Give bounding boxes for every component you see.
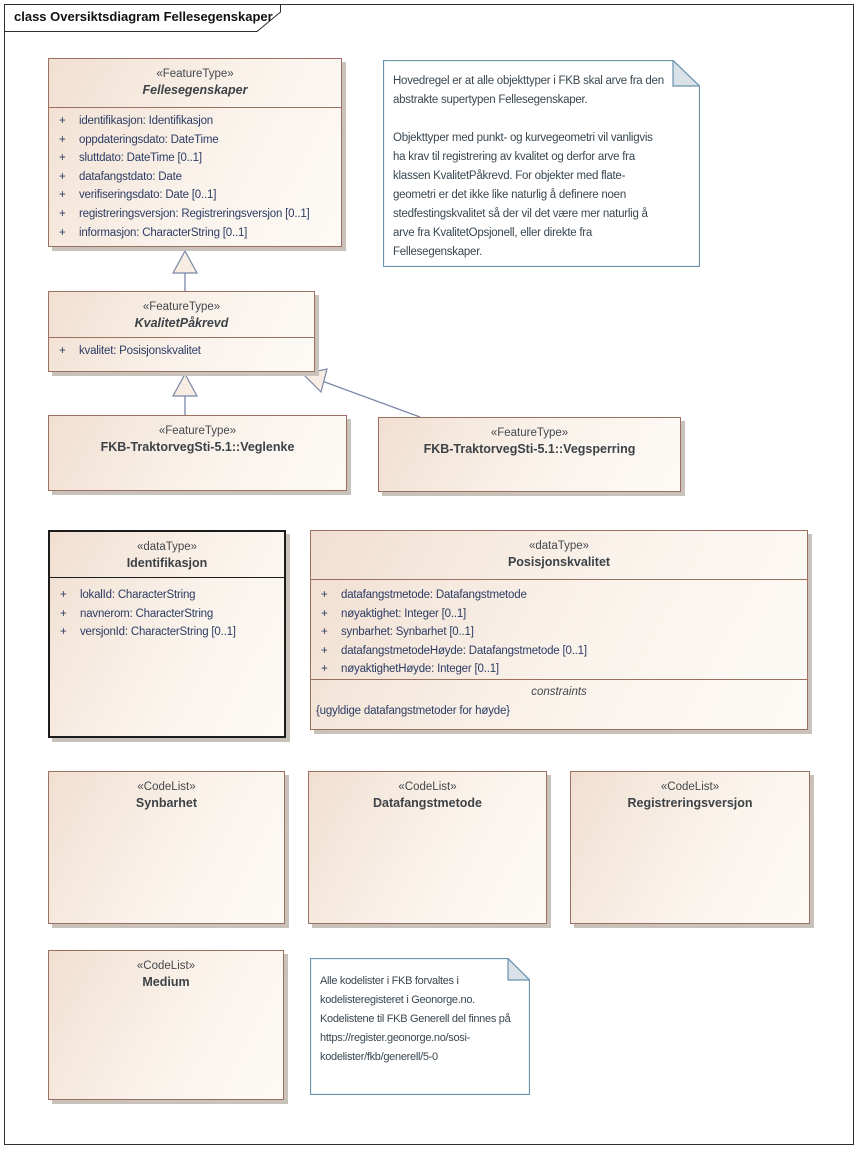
attribute-row: +synbarhet: Synbarhet [0..1] [321, 626, 474, 639]
attribute-row: +navnerom: CharacterString [60, 607, 214, 620]
class-name: Fellesegenskaper [142, 83, 248, 97]
attribute-row: +oppdateringsdato: DateTime [59, 133, 219, 146]
class-name: Posisjonskvalitet [507, 555, 611, 569]
class-name: FKB-TraktorvegSti-5.1::Veglenke [100, 440, 295, 454]
attribute-row: +datafangstmetodeHøyde: Datafangstmetode… [321, 644, 587, 657]
stereotype-label: «FeatureType» [156, 68, 234, 80]
stereotype-label: «CodeList» [398, 781, 457, 793]
class-synbarhet[interactable]: «CodeList» Synbarhet [48, 771, 285, 924]
note-text: Hovedregel er at alle objekttyper i FKB … [393, 75, 664, 258]
class-posisjonskvalitet[interactable]: «dataType» Posisjonskvalitet +datafangst… [310, 530, 808, 730]
stereotype-label: «FeatureType» [490, 427, 569, 439]
class-name: Registreringsversjon [627, 796, 753, 810]
attribute-row: +kvalitet: Posisjonskvalitet [59, 345, 201, 357]
class-veglenke[interactable]: «FeatureType» FKB-TraktorvegSti-5.1::Veg… [48, 415, 347, 491]
attribute-row: +identifikasjon: Identifikasjon [59, 115, 213, 127]
class-name: Datafangstmetode [372, 796, 483, 810]
attribute-row: +sluttdato: DateTime [0..1] [59, 152, 202, 165]
class-name: FKB-TraktorvegSti-5.1::Vegsperring [423, 442, 636, 456]
attribute-row: +datafangstdato: Date [59, 170, 182, 183]
diagram-title: class Oversiktsdiagram Fellesegenskaper [14, 9, 273, 24]
attribute-row: +informasjon: CharacterString [0..1] [59, 226, 248, 239]
class-identifikasjon[interactable]: «dataType» Identifikasjon +lokalId: Char… [48, 530, 286, 738]
attribute-row: +lokalId: CharacterString [60, 589, 196, 601]
stereotype-label: «FeatureType» [142, 301, 221, 313]
attribute-row: +verifiseringsdato: Date [0..1] [59, 189, 217, 202]
attribute-row: +versjonId: CharacterString [0..1] [60, 626, 236, 639]
class-fellesegenskaper[interactable]: «FeatureType» Fellesegenskaper +identifi… [48, 58, 342, 247]
attribute-row: +registreringsversjon: Registreringsvers… [59, 207, 310, 220]
note-shape-icon [383, 60, 700, 267]
class-kvalitetpakrevd[interactable]: «FeatureType» KvalitetPåkrevd +kvalitet:… [48, 291, 315, 372]
attribute-row: +nøyaktighet: Integer [0..1] [321, 607, 467, 620]
class-name: Identifikasjon [126, 556, 208, 570]
class-registreringsversjon[interactable]: «CodeList» Registreringsversjon [570, 771, 810, 924]
stereotype-label: «CodeList» [137, 781, 196, 793]
class-vegsperring[interactable]: «FeatureType» FKB-TraktorvegSti-5.1::Veg… [378, 417, 681, 492]
note-text: Alle kodelister i FKB forvaltes i kodeli… [320, 975, 511, 1063]
stereotype-label: «dataType» [528, 540, 590, 552]
class-name: Synbarhet [135, 796, 198, 810]
stereotype-label: «CodeList» [660, 781, 720, 793]
frame-title-tab [4, 4, 281, 32]
constraint-text: {ugyldige datafangstmetoder for høyde} [316, 705, 510, 717]
class-medium[interactable]: «CodeList» Medium [48, 950, 284, 1100]
note-kodelister: Alle kodelister i FKB forvaltes i kodeli… [310, 958, 530, 1095]
note-shape-icon [310, 958, 530, 1095]
stereotype-label: «dataType» [136, 541, 198, 553]
class-name: KvalitetPåkrevd [134, 316, 229, 330]
class-name: Medium [142, 975, 190, 989]
attribute-row: +datafangstmetode: Datafangstmetode [321, 589, 527, 601]
stereotype-label: «CodeList» [136, 960, 196, 972]
attribute-row: +nøyaktighetHøyde: Integer [0..1] [321, 663, 499, 676]
stereotype-label: «FeatureType» [158, 425, 237, 437]
constraints-label: constraints [531, 686, 587, 698]
class-datafangstmetode[interactable]: «CodeList» Datafangstmetode [308, 771, 547, 924]
note-inheritance-rule: Hovedregel er at alle objekttyper i FKB … [383, 60, 700, 267]
